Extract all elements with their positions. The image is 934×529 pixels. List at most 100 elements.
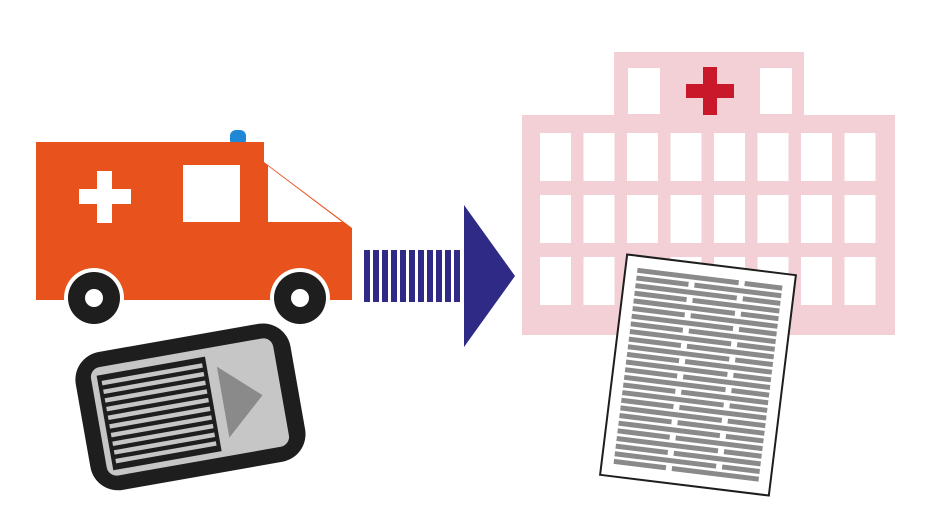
- document-text-line: [738, 326, 777, 337]
- tablet-list-line: [106, 389, 208, 412]
- hospital-window: [670, 133, 702, 181]
- hospital-window: [670, 195, 702, 243]
- tablet-list-line: [103, 371, 205, 395]
- arrow-stripe: [436, 250, 442, 302]
- document-text-line: [721, 464, 760, 475]
- hospital-window: [540, 133, 571, 181]
- document-text-line: [622, 382, 676, 394]
- document-text-line: [623, 374, 726, 393]
- document-text-line: [673, 450, 761, 467]
- hospital-window: [801, 133, 832, 181]
- arrow-stripe: [409, 250, 415, 302]
- hospital-window: [714, 133, 745, 181]
- hospital-window: [844, 133, 876, 181]
- document-text-line: [625, 359, 728, 377]
- document-text-line: [620, 405, 723, 423]
- document-text-line: [727, 418, 766, 429]
- hospital-cross-icon: [686, 67, 734, 115]
- document-text-line: [684, 359, 773, 375]
- arrow-stripe: [400, 250, 406, 302]
- hospital-window: [844, 257, 876, 305]
- document-text-line: [680, 389, 769, 406]
- play-icon: [216, 366, 263, 438]
- document-text-line: [630, 321, 684, 333]
- tablet-list-line: [115, 441, 217, 464]
- document-text-line: [688, 328, 776, 345]
- tablet-list-line: [113, 432, 216, 455]
- document-text-line: [725, 433, 764, 444]
- hospital-tower-window: [760, 68, 792, 114]
- hospital-window: [540, 257, 571, 305]
- ambulance-icon: [36, 130, 352, 328]
- document-text-line: [736, 342, 776, 352]
- hospital-tower-window: [628, 68, 660, 114]
- document-text-line: [614, 451, 717, 469]
- document-text-line: [636, 267, 739, 286]
- arrow-stripe: [418, 250, 424, 302]
- arrow-stripes: [364, 250, 460, 302]
- hospital-window: [714, 195, 745, 243]
- arrow-stripe: [427, 250, 433, 302]
- document-text-line: [744, 281, 783, 291]
- tablet-icon: [75, 323, 306, 491]
- document-text-line: [624, 367, 678, 379]
- arrow-head: [464, 205, 515, 347]
- arrow-stripe: [445, 250, 451, 302]
- document-text-line: [619, 413, 672, 425]
- document-text-line: [635, 283, 738, 301]
- document-text-line: [633, 298, 736, 316]
- document-text-line: [692, 297, 780, 314]
- tablet-list-line: [104, 380, 206, 403]
- ambulance-cab-window: [268, 166, 342, 222]
- arrow-stripe: [382, 250, 388, 302]
- arrow-stripe: [373, 250, 379, 302]
- document-text-line: [626, 351, 680, 364]
- document-text-line: [671, 466, 760, 482]
- tablet-list-lines: [101, 363, 217, 464]
- document-text-line: [675, 435, 763, 452]
- medical-record-document-icon: [598, 253, 798, 497]
- document-text-line: [694, 282, 782, 299]
- document-text-line: [634, 290, 687, 303]
- document-text-line: [729, 403, 768, 413]
- arrow-stripe: [391, 250, 397, 302]
- document-text-line: [742, 296, 781, 306]
- document-text-line: [627, 344, 730, 362]
- tablet-list-line: [110, 415, 213, 438]
- document-page: [598, 253, 798, 497]
- document-text-line: [679, 404, 767, 421]
- document-text-line: [677, 420, 765, 436]
- ambulance-wheel-icon: [64, 268, 124, 328]
- document-text-line: [618, 420, 721, 439]
- transfer-arrow-icon: [364, 205, 515, 347]
- document-text-line: [636, 275, 689, 287]
- document-text-line: [615, 443, 669, 455]
- document-text-line: [686, 343, 775, 360]
- document-text-line: [631, 313, 734, 332]
- hospital-window: [757, 195, 789, 243]
- document-text-line: [682, 374, 771, 390]
- document-text-lines: [613, 267, 783, 482]
- hospital-window: [844, 195, 876, 243]
- document-text-line: [628, 336, 682, 348]
- hospital-window: [801, 195, 832, 243]
- document-text-line: [690, 313, 778, 329]
- hospital-window: [583, 133, 615, 181]
- tablet-list-line: [109, 406, 211, 429]
- document-text-line: [613, 458, 667, 471]
- hospital-window: [627, 195, 658, 243]
- document-text-line: [629, 328, 732, 347]
- document-text-line: [731, 388, 770, 398]
- arrow-stripe: [364, 250, 370, 302]
- hospital-window: [540, 195, 571, 243]
- ambulance-cross-icon: [79, 171, 131, 223]
- tablet-list-line: [101, 363, 203, 386]
- arrow-stripe: [454, 250, 460, 302]
- document-text-line: [740, 311, 779, 322]
- document-text-line: [621, 397, 674, 410]
- hospital-window: [627, 133, 658, 181]
- tablet-list-line: [112, 423, 214, 447]
- hospital-window: [801, 257, 832, 305]
- hospital-window: [757, 133, 789, 181]
